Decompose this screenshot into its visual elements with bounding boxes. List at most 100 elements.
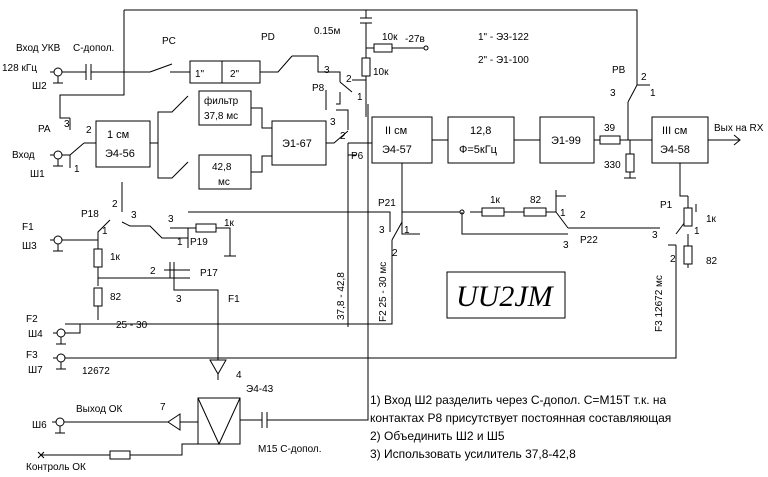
relay-pc-label: PC (162, 36, 176, 47)
f2-label: F2 (26, 314, 38, 325)
cap-015-icon (360, 10, 372, 110)
c-m15-label: М15 С-допол. (258, 444, 322, 455)
e1-99-block (539, 116, 595, 164)
p6-contact-3: 3 (330, 117, 336, 128)
note-line-3: 2) Объединить Ш2 и Ш5 (370, 429, 505, 443)
p21-contact-2: 2 (392, 248, 398, 259)
output-arrow (708, 134, 741, 146)
vertical-range-label: 37,8 - 42,8 (336, 272, 347, 320)
amp-contact-4: 4 (236, 370, 242, 381)
p18-contact-1: 1 (102, 226, 108, 237)
ok-connector-label: Ш6 (32, 420, 47, 431)
ok-buffer-triangle (167, 413, 198, 431)
p1-contact-3: 3 (652, 230, 658, 241)
bias-voltage-label: -27в (405, 34, 425, 45)
relay-p17-label: P17 (200, 268, 218, 279)
logo-frame (446, 271, 566, 319)
mixer1-block (95, 120, 151, 168)
note-line-4: 3) Использовать усилитель 37,8-42,8 (370, 447, 576, 461)
filter-42-8-unit: мс (218, 177, 230, 188)
p21-contact-1: 1 (404, 225, 410, 236)
mixer3-code: Э4-58 (660, 144, 690, 156)
resistor-330-label: 330 (604, 160, 621, 171)
resistor-1k-c (683, 207, 693, 227)
p6-switch (325, 90, 372, 156)
f2-range-label: 25 - 30 (116, 320, 148, 331)
f2-vertical-label: F2 25 - 30 мс (378, 262, 389, 322)
p22-contact-2: 2 (580, 210, 586, 221)
resistor-1k-c-label: 1к (706, 214, 717, 225)
p1-contact-2: 2 (670, 254, 676, 265)
filter-12-8-freq: 12,8 (470, 125, 491, 137)
ok-buffer-contact-7: 7 (160, 402, 166, 413)
note-line-2: контактах Р8 присутствует постоянная сос… (370, 411, 671, 425)
relay-pa-label: PA (38, 124, 51, 135)
pb-contact-1: 1 (650, 88, 656, 99)
mixer2-wires (365, 110, 448, 141)
input-label: Вход (12, 150, 35, 161)
filter-42-8-block (198, 154, 252, 190)
relay-p1-label: P1 (660, 200, 673, 211)
pa-contact-3: 3 (64, 119, 70, 130)
relay-p8-label: P8 (312, 83, 325, 94)
pa-contact-1: 1 (74, 164, 80, 175)
mixer3-down-wire (679, 163, 688, 197)
ok-output-label: Выход ОК (76, 404, 122, 415)
p21-contact-3: 3 (379, 225, 385, 236)
amp-output-capacitor (240, 104, 369, 428)
resistor-82-c (683, 245, 693, 265)
resistor-1k-b-label: 1к (490, 195, 501, 206)
mixer2-block (371, 116, 433, 164)
resistor-10k-a-label: 10к (382, 32, 398, 43)
p17-contact-3: 3 (176, 294, 182, 305)
amp-triangle (197, 397, 241, 446)
f2-connector-icon (53, 324, 81, 345)
p22-contact-3: 3 (563, 240, 569, 251)
mixer1-title: 1 см (107, 129, 129, 141)
note-line-1: 1) Вход Ш2 разделить через С-допол. С=М1… (370, 393, 666, 407)
top-bus-left-drop (59, 10, 125, 119)
filter-12-8-bw: Ф=5кГц (459, 144, 498, 156)
p18-switch (62, 219, 111, 248)
relay-pb-label: PB (612, 65, 626, 76)
p17-to-amp-wire (173, 278, 219, 360)
p18-contact-2: 2 (112, 199, 118, 210)
p17-contact-2: 2 (150, 266, 156, 277)
mixer2-code: Э4-57 (382, 144, 412, 156)
f1-connector-label: Ш3 (22, 241, 37, 252)
relay-p19-label: P19 (190, 237, 208, 248)
resistor-39-label: 39 (604, 123, 616, 134)
p21-switch (391, 163, 460, 250)
p8-contact-3: 3 (324, 65, 330, 76)
resistor-1k-b (481, 207, 505, 217)
e3-legend: 1" - Э3-122 (478, 32, 529, 43)
f3-vertical-label: F3 12672 мс (654, 275, 665, 332)
resistor-10k-b-label: 10к (373, 67, 389, 78)
c-extra-capacitor (62, 64, 150, 80)
output-rx-label: Вых на RX (714, 123, 764, 134)
e1-99-label: Э1-99 (551, 135, 581, 147)
box-label-1: 1" (195, 69, 205, 80)
p1-contact-1: 1 (694, 226, 700, 237)
p19-wires (188, 211, 391, 257)
f2-connector-label: Ш4 (28, 329, 43, 340)
f3-connector-label: Ш7 (28, 365, 43, 376)
pd-to-p8-wire (317, 56, 341, 82)
resistor-39 (599, 135, 621, 145)
relay-p18-label: P18 (81, 209, 99, 220)
ok-control-label: Контроль ОК (26, 462, 86, 473)
p19-contact-3: 3 (168, 214, 174, 225)
vhf-freq-label: 128 кГц (2, 63, 37, 74)
input-connector-icon (50, 150, 63, 167)
filter-37-8-title: фильтр (204, 95, 239, 107)
p8-contact-1: 1 (357, 92, 363, 103)
f1-connector-icon (50, 235, 63, 252)
amp-block (197, 397, 241, 445)
f3-wire (65, 245, 677, 359)
f2-wire (65, 240, 393, 325)
mixer3-block (651, 116, 709, 164)
relay-p22-label: P22 (580, 235, 598, 246)
amp-input-triangle (209, 359, 227, 380)
filter-switch-top (150, 95, 189, 179)
